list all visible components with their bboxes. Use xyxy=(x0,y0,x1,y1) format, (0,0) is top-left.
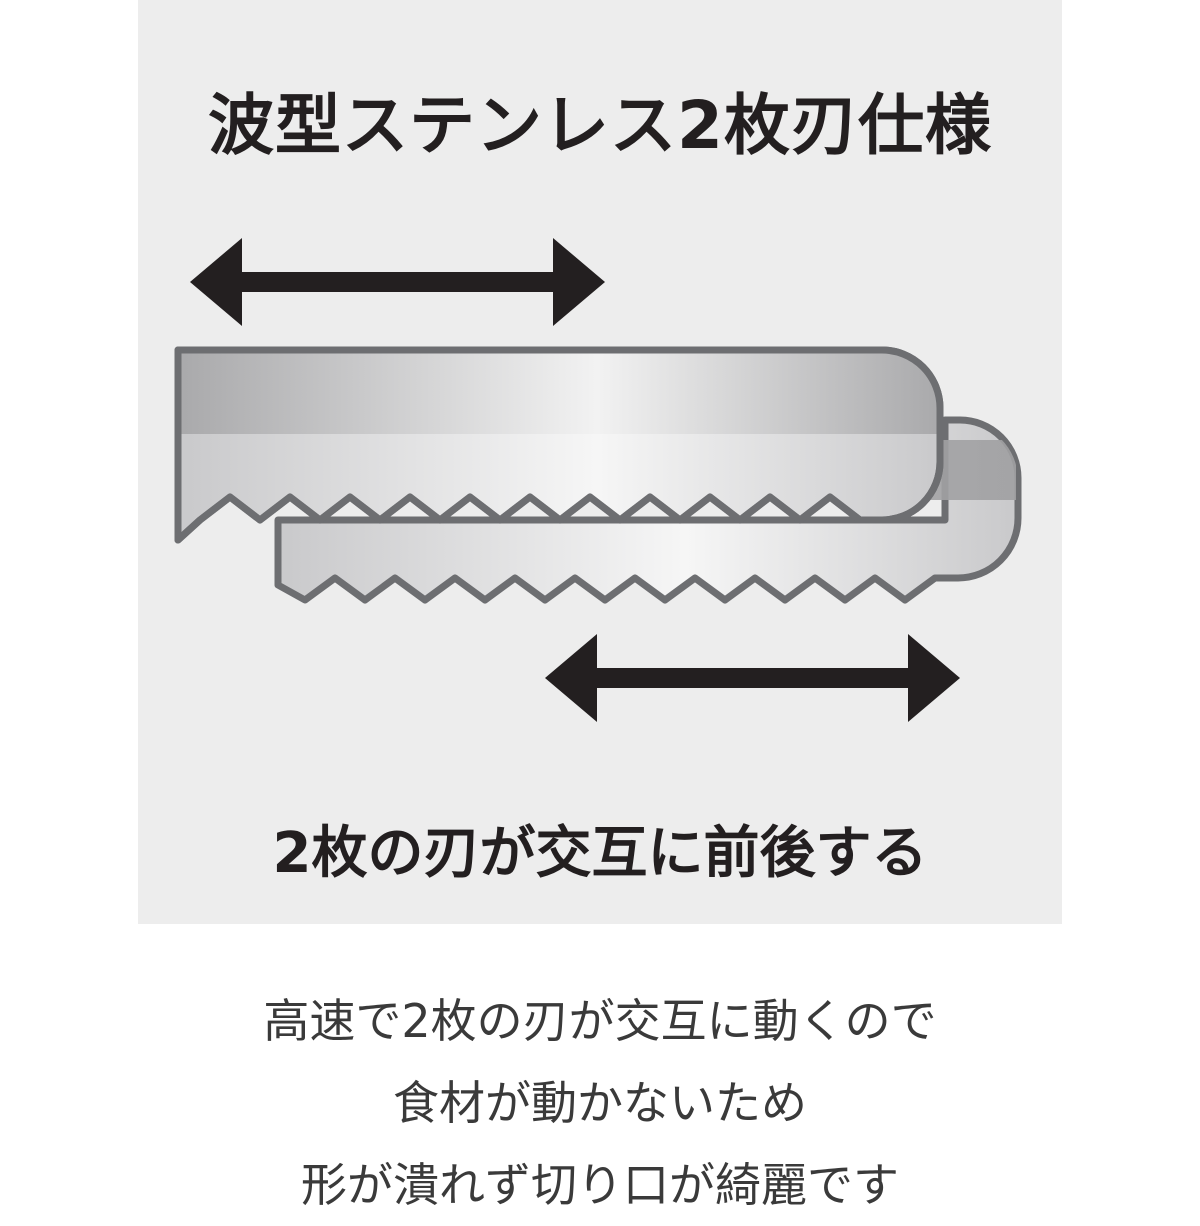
caption-line-1: 高速で2枚の刃が交互に動くので xyxy=(263,994,937,1048)
blade-diagram xyxy=(174,238,1022,722)
bottom-double-arrow-icon xyxy=(545,634,960,722)
caption: 高速で2枚の刃が交互に動くので 食材が動かないため 形が潰れず切り口が綺麗です xyxy=(0,980,1200,1226)
diagram-subtitle: 2枚の刃が交互に前後する xyxy=(272,821,928,886)
caption-line-2: 食材が動かないため xyxy=(393,1076,807,1130)
diagram-title: 波型ステンレス2枚刃仕様 xyxy=(208,87,992,164)
top-double-arrow-icon xyxy=(190,238,605,326)
caption-line-3: 形が潰れず切り口が綺麗です xyxy=(301,1158,899,1212)
front-blade xyxy=(174,346,944,544)
